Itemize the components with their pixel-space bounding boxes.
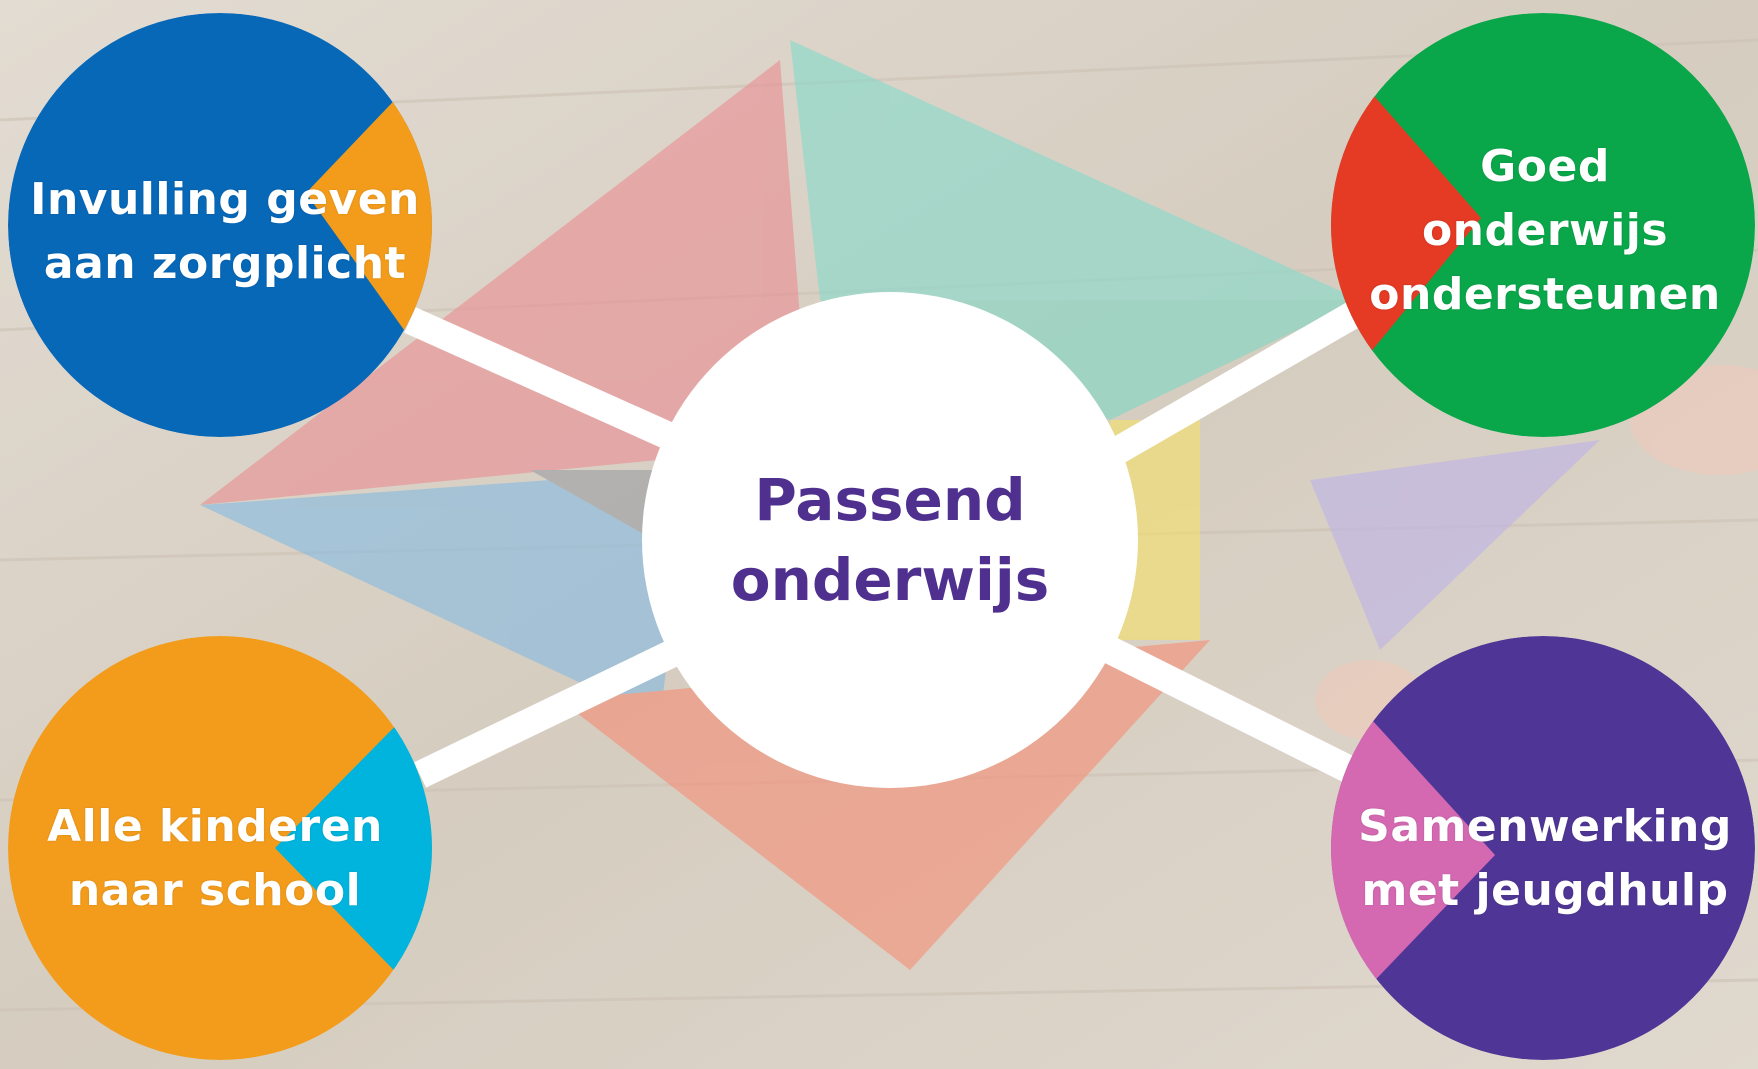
node-label-line: Alle kinderen bbox=[47, 801, 383, 852]
connector-top-right bbox=[1103, 292, 1377, 468]
node-label-line: onderwijs bbox=[1421, 205, 1669, 256]
node-label-line: ondersteunen bbox=[1369, 269, 1721, 320]
node-label-line: Samenwerking bbox=[1358, 801, 1732, 852]
node-top-left bbox=[8, 13, 432, 437]
node-label-bottom-right: Samenwerking met jeugdhulp bbox=[1340, 795, 1750, 923]
connector-bottom-right bbox=[1083, 627, 1377, 793]
center-title: Passend onderwijs bbox=[640, 460, 1140, 620]
center-title-line2: onderwijs bbox=[730, 546, 1050, 614]
connector-top-left bbox=[404, 307, 706, 463]
node-label-bottom-left: Alle kinderen naar school bbox=[10, 795, 420, 923]
node-label-top-left: Invulling geven aan zorgplicht bbox=[20, 168, 430, 296]
node-label-line: aan zorgplicht bbox=[43, 238, 407, 289]
node-bottom-left bbox=[8, 636, 432, 1060]
node-label-line: met jeugdhulp bbox=[1361, 865, 1729, 916]
node-label-line: naar school bbox=[68, 865, 362, 916]
connectors bbox=[404, 292, 1377, 793]
center-circle bbox=[642, 292, 1138, 788]
node-label-top-right: Goed onderwijs ondersteunen bbox=[1340, 135, 1750, 327]
center-title-line1: Passend bbox=[754, 466, 1026, 534]
node-label-line: Goed bbox=[1480, 141, 1610, 192]
connector-bottom-left bbox=[413, 627, 707, 788]
node-label-line: Invulling geven bbox=[30, 174, 420, 225]
